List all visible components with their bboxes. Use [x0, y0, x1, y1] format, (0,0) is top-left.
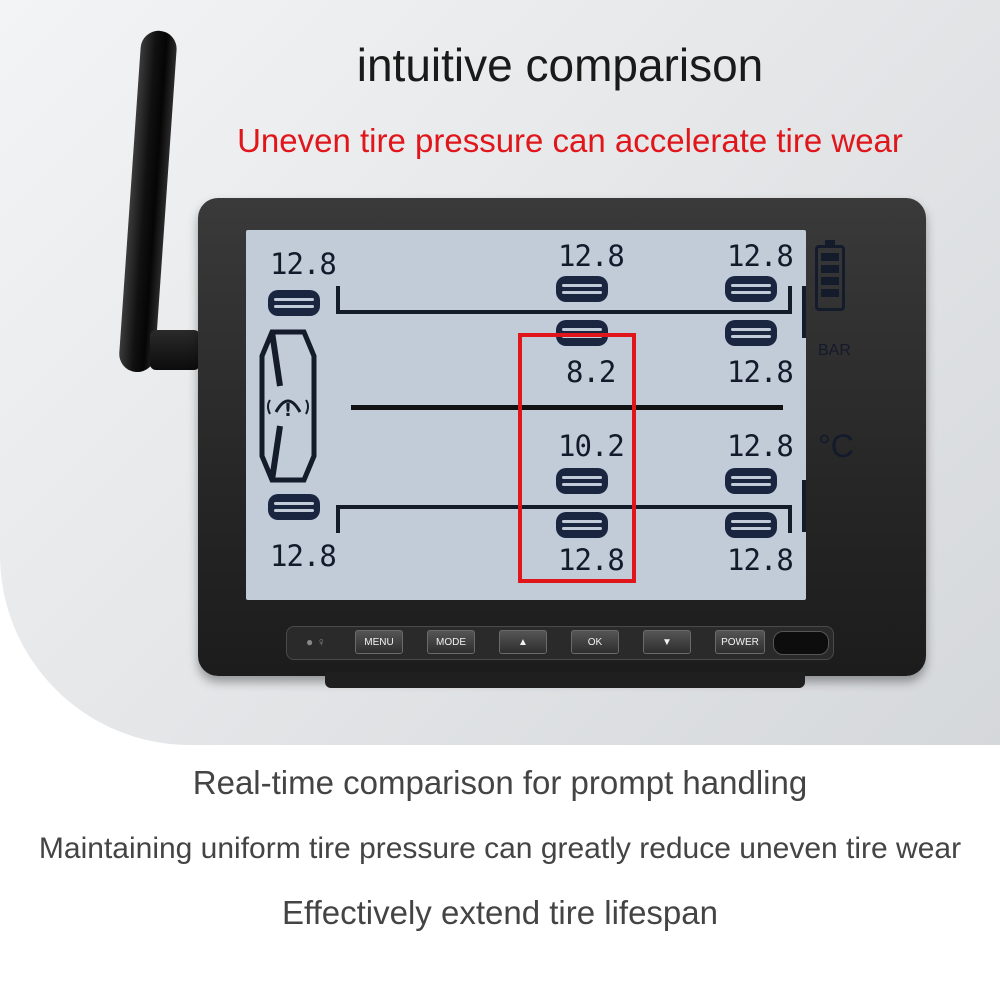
pressure-axle2-right-inner: 10.2	[558, 429, 625, 463]
pressure-axle3-left-outer: 12.8	[727, 239, 794, 273]
power-switch[interactable]	[773, 631, 829, 655]
caption-line-3: Effectively extend tire lifespan	[282, 894, 718, 931]
unit-temperature: °C	[818, 428, 854, 464]
tire-icon	[556, 512, 608, 538]
tire-icon	[725, 512, 777, 538]
pressure-axle3-left-inner: 12.8	[727, 355, 794, 389]
tire-icon	[725, 276, 777, 302]
axle-top-right-cap	[788, 286, 792, 314]
mode-button[interactable]: MODE	[427, 630, 475, 654]
menu-button[interactable]: MENU	[355, 630, 403, 654]
pressure-axle2-left-inner: 8.2	[566, 355, 616, 389]
caption-line-1: Real-time comparison for prompt handling	[192, 764, 808, 801]
axle-bottom	[340, 505, 792, 509]
axle-bottom-right-bracket	[802, 480, 806, 532]
down-button[interactable]: ▼	[643, 630, 691, 654]
subheadline: Uneven tire pressure can accelerate tire…	[237, 122, 903, 159]
axle-bottom-left-cap	[336, 505, 340, 533]
headline: intuitive comparison	[356, 39, 764, 91]
pressure-axle3-right-inner: 12.8	[727, 429, 794, 463]
pressure-front-right: 12.8	[270, 539, 337, 573]
ok-button[interactable]: OK	[571, 630, 619, 654]
caption-line-2: Maintaining uniform tire pressure can gr…	[38, 832, 962, 865]
monitor-stand	[325, 672, 805, 688]
svg-text:!: !	[284, 400, 292, 421]
comparison-highlight-box	[518, 333, 636, 583]
tire-icon	[556, 468, 608, 494]
tire-icon	[725, 320, 777, 346]
microphone-icon: ● ♀	[306, 635, 326, 649]
tire-icon	[268, 290, 320, 316]
tire-icon	[268, 494, 320, 520]
axle-bottom-right-cap	[788, 505, 792, 533]
axle-top-left-cap	[336, 286, 340, 314]
pressure-front-left: 12.8	[270, 247, 337, 281]
antenna-joint	[150, 330, 200, 370]
axle-top-right-bracket	[802, 286, 806, 338]
tire-icon	[725, 468, 777, 494]
center-divider	[351, 405, 783, 410]
pressure-axle3-right-outer: 12.8	[727, 543, 794, 577]
unit-pressure: BAR	[818, 342, 851, 359]
truck-cab-icon: !	[259, 329, 317, 483]
battery-icon	[815, 240, 845, 311]
up-button[interactable]: ▲	[499, 630, 547, 654]
pressure-axle2-left-outer: 12.8	[558, 239, 625, 273]
pressure-axle2-right-outer: 12.8	[558, 543, 625, 577]
axle-top	[340, 310, 792, 314]
tire-icon	[556, 276, 608, 302]
power-button[interactable]: POWER	[715, 630, 765, 654]
